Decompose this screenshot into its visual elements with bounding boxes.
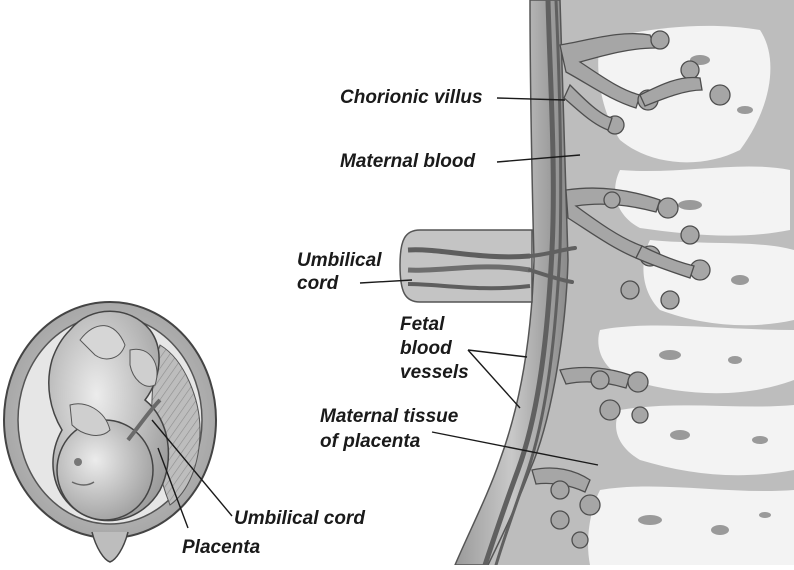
label-fetal-line1: Fetal bbox=[400, 314, 444, 336]
cervix bbox=[92, 532, 128, 562]
leader-fetal-vessels-b bbox=[468, 350, 520, 408]
label-fetal-line3: vessels bbox=[400, 362, 469, 384]
label-maternal-tissue-line2: of placenta bbox=[320, 431, 420, 453]
label-umbilical-cord-line1: Umbilical bbox=[297, 250, 381, 272]
label-umbilical-cord-line2: cord bbox=[297, 273, 338, 295]
label-fetal-line2: blood bbox=[400, 338, 452, 360]
label-maternal-blood: Maternal blood bbox=[340, 151, 475, 173]
leader-fetal-vessels-a bbox=[468, 350, 527, 357]
label-chorionic-villus: Chorionic villus bbox=[340, 87, 483, 109]
label-maternal-tissue-line1: Maternal tissue bbox=[320, 406, 458, 428]
label-placenta-small: Placenta bbox=[182, 537, 260, 559]
placenta-cross-section bbox=[400, 0, 794, 565]
fetus-head bbox=[57, 420, 153, 520]
uterus-illustration bbox=[4, 302, 216, 562]
label-umbilical-cord-small: Umbilical cord bbox=[234, 508, 365, 530]
